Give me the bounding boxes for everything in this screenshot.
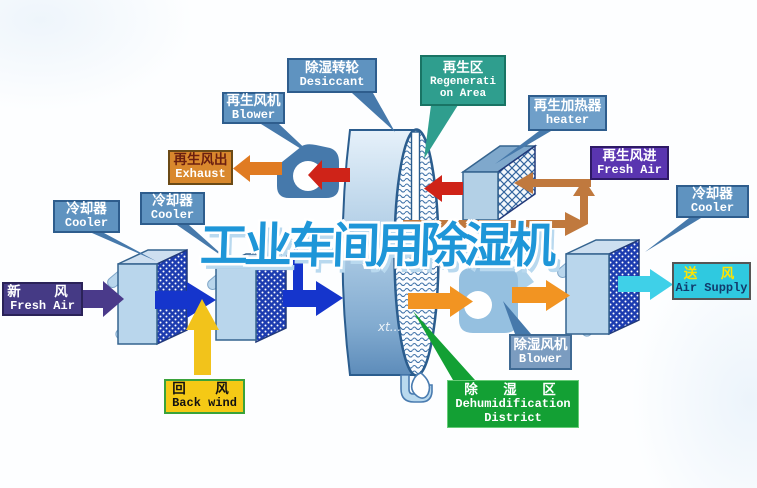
regen-area-label: 再生区 Regenerati on Area: [420, 55, 506, 106]
fresh-air-label: 新 风 Fresh Air: [2, 282, 83, 316]
fresh-air-arrow: [82, 281, 124, 317]
back-wind-label-en: Back wind: [172, 396, 237, 411]
cooler-box-3: [557, 238, 640, 337]
regen-blower-label: 再生风机 Blower: [222, 92, 285, 124]
dehumid-area-label-en1: Dehumidification: [455, 397, 571, 412]
regen-air-path: [403, 172, 595, 236]
back-wind-label: 回 风 Back wind: [164, 379, 245, 414]
heater-label-cn: 再生加热器: [533, 97, 602, 114]
rotation-arrow: [400, 372, 433, 403]
flow-arrows: [82, 155, 673, 375]
cooler1-label-en: Cooler: [64, 216, 109, 231]
back-wind-label-cn: 回 风: [172, 381, 237, 398]
cooler2-label-en: Cooler: [150, 208, 195, 223]
watermark-small: xt...: [378, 320, 402, 334]
exhaust-arrow: [233, 155, 282, 182]
blower-out-arrow: [512, 280, 570, 311]
regen-blower-label-cn: 再生风机: [226, 92, 281, 109]
dehumid-blower-label-cn: 除湿风机: [513, 336, 568, 353]
cooler2-label-cn: 冷却器: [152, 193, 193, 210]
air-supply-label-cn: 送 风: [683, 265, 740, 282]
regen-fresh-air-label-cn: 再生风进: [602, 147, 657, 164]
back-wind-arrow: [186, 299, 219, 375]
wheel-out-arrow: [408, 286, 473, 317]
cooler1-label-cn: 冷却器: [66, 201, 107, 218]
dehumid-area-label: 除 湿 区 Dehumidification District: [447, 380, 579, 428]
cooler3-label-en: Cooler: [690, 201, 735, 216]
red-arrow-left: [308, 160, 350, 190]
regen-area-label-en1: Regenerati: [429, 75, 496, 88]
air-supply-label: 送 风 Air Supply: [672, 262, 751, 300]
air-supply-arrow: [618, 269, 673, 300]
exhaust-label: 再生风出 Exhaust: [168, 150, 233, 185]
regen-fresh-air-label-en: Fresh Air: [597, 162, 662, 177]
desiccant-label-cn: 除湿转轮: [305, 60, 359, 77]
regen-area-label-cn: 再生区: [442, 59, 484, 76]
dehumid-area-label-en2: District: [484, 410, 542, 425]
blue-arrow-2: [283, 247, 343, 316]
watermark-title: 工业车间用除湿机: [199, 218, 553, 274]
wheel-sector-divider: [410, 131, 421, 239]
red-arrow-right: [424, 175, 463, 202]
regen-area-label-en2: on Area: [439, 88, 487, 101]
exhaust-label-cn: 再生风出: [173, 152, 228, 169]
cooler2-label: 冷却器 Cooler: [140, 192, 205, 225]
fresh-air-label-cn: 新 风: [7, 283, 78, 300]
desiccant-wheel-label: 除湿转轮 Desiccant: [287, 58, 377, 93]
dehumid-blower-fan: [459, 268, 534, 333]
dehumid-blower-label: 除湿风机 Blower: [509, 334, 572, 370]
heater-label-en: heater: [545, 112, 590, 127]
cooler1-label: 冷却器 Cooler: [53, 200, 120, 233]
callout-tails: [92, 93, 701, 380]
regen-fresh-air-label: 再生风进 Fresh Air: [590, 146, 669, 180]
cooler3-label: 冷却器 Cooler: [676, 185, 749, 218]
regen-blower-label-en: Blower: [231, 107, 276, 122]
fresh-air-label-en: Fresh Air: [10, 298, 75, 313]
heater-label: 再生加热器 heater: [528, 95, 607, 131]
desiccant-label-en: Desiccant: [299, 75, 365, 90]
exhaust-label-en: Exhaust: [175, 167, 226, 182]
air-supply-label-en: Air Supply: [675, 280, 748, 295]
dehumid-blower-label-en: Blower: [518, 351, 563, 366]
cooler-box-2: [207, 252, 287, 344]
dehumid-area-label-cn: 除 湿 区: [464, 382, 562, 398]
cooler3-label-cn: 冷却器: [692, 186, 733, 203]
